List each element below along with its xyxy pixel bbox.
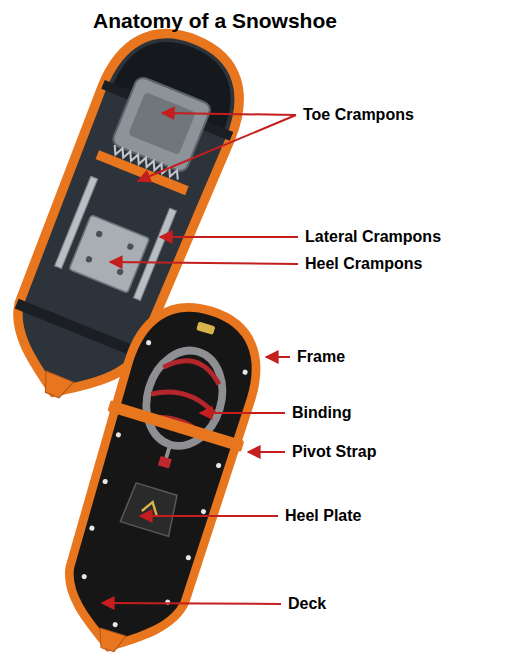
heel-crampon-plate xyxy=(69,215,149,293)
pivot-strap xyxy=(107,400,244,452)
buckle xyxy=(158,456,172,469)
leader-line xyxy=(110,262,298,264)
snowshoe-frame xyxy=(47,292,272,661)
tail-clip xyxy=(39,371,74,401)
leader-line xyxy=(200,412,285,414)
tail-clip xyxy=(95,628,126,654)
toe-crampon-bar xyxy=(96,150,189,195)
part-label: Heel Plate xyxy=(285,507,361,525)
part-label: Heel Crampons xyxy=(305,255,422,273)
part-label: Lateral Crampons xyxy=(305,228,441,246)
binding-strap xyxy=(163,354,223,385)
rivet xyxy=(116,268,124,276)
leader-line xyxy=(102,603,281,604)
deck-rivets xyxy=(62,339,250,643)
heel-lift-mark xyxy=(142,500,160,516)
diagram-title: Anatomy of a Snowshoe xyxy=(0,8,430,34)
toe-crampon-plate xyxy=(111,75,213,173)
rivet xyxy=(85,255,93,263)
part-label: Deck xyxy=(288,595,326,613)
leader-line xyxy=(162,113,296,115)
leader-line xyxy=(140,515,278,517)
leader-lines xyxy=(102,113,298,604)
toe-crampon-inner xyxy=(128,92,196,155)
logo-badge xyxy=(196,321,215,334)
leader-line xyxy=(266,356,290,358)
snowshoe-top xyxy=(41,291,278,661)
binding-strap xyxy=(151,385,217,414)
leader-line xyxy=(138,115,296,181)
frame-bar xyxy=(15,299,144,359)
leader-line xyxy=(160,236,298,238)
heel-plate xyxy=(120,482,180,537)
part-label: Toe Crampons xyxy=(303,106,414,124)
part-label: Binding xyxy=(292,404,352,422)
rivet xyxy=(95,230,103,238)
part-label: Pivot Strap xyxy=(292,443,376,461)
part-label: Frame xyxy=(297,348,345,366)
leader-line xyxy=(248,451,285,453)
rivet xyxy=(126,243,134,251)
